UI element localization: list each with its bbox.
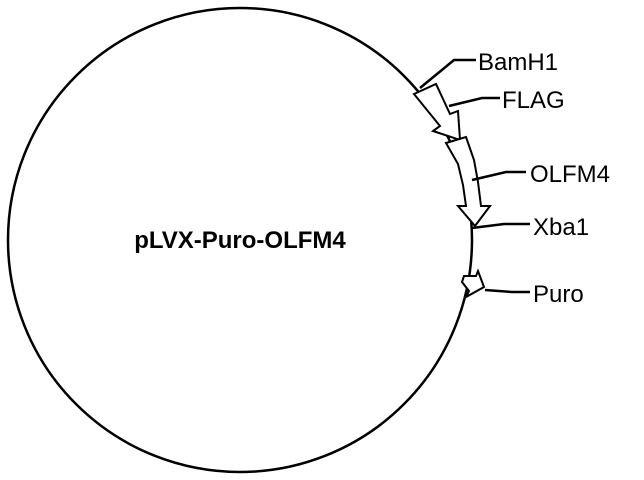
xba1-leader-line — [471, 222, 530, 230]
bamh1-label: BamH1 — [478, 49, 558, 76]
olfm4-feature-arrow — [444, 135, 492, 228]
bamh1-leader-line — [419, 58, 476, 89]
olfm4-leader-line — [471, 170, 526, 182]
xba1-label: Xba1 — [533, 214, 589, 241]
puro-label: Puro — [533, 281, 584, 308]
flag-feature-arrow — [412, 82, 462, 142]
puro-feature-arrow — [460, 268, 486, 300]
plasmid-backbone-circle — [6, 6, 474, 474]
olfm4-label: OLFM4 — [530, 161, 610, 188]
flag-leader-line — [448, 96, 500, 108]
plasmid-name: pLVX-Puro-OLFM4 — [134, 227, 346, 254]
flag-label: FLAG — [502, 87, 565, 114]
puro-leader-line — [484, 288, 530, 294]
